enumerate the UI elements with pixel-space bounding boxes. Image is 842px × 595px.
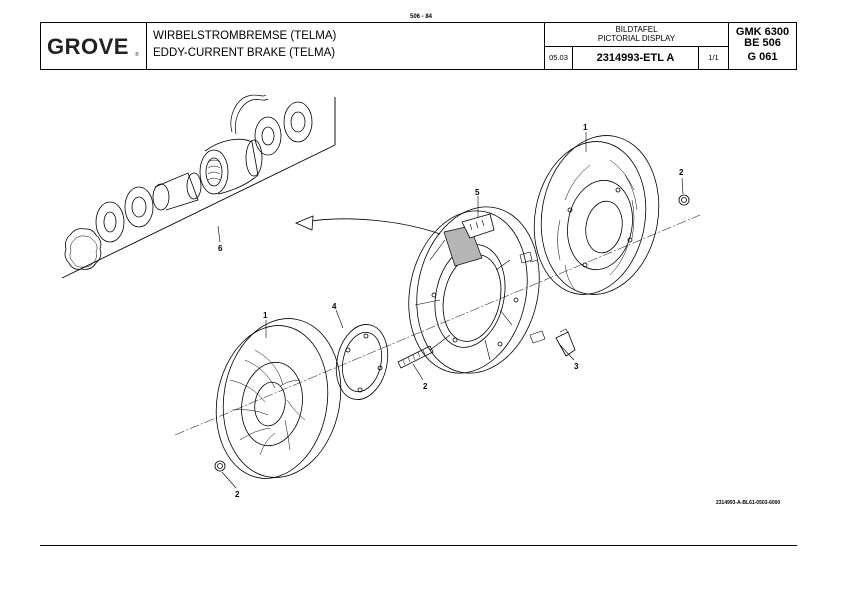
page-number: 506 - 84: [409, 14, 433, 20]
callout-rotor-top: 1: [583, 123, 588, 132]
callout-stud: 2: [423, 382, 428, 391]
nut-top: [678, 194, 690, 206]
registered-mark: ®: [135, 52, 139, 58]
callout-rotor-bottom: 1: [263, 311, 268, 320]
group-number: BE 506: [744, 37, 781, 49]
stud: [397, 345, 434, 369]
title-cell: WIRBELSTROMBREMSE (TELMA) EDDY-CURRENT B…: [147, 23, 545, 69]
part-number: 2314993-ETL A: [573, 47, 699, 69]
title-german: WIRBELSTROMBREMSE (TELMA): [153, 30, 337, 42]
callout-clip: 3: [574, 362, 579, 371]
display-english: PICTORIAL DISPLAY: [597, 34, 676, 43]
display-type-cell: BILDTAFEL PICTORIAL DISPLAY: [545, 23, 729, 47]
issue-date: 05.03: [545, 47, 573, 69]
model-name: GMK 6300: [735, 26, 790, 38]
callout-nut-top: 2: [679, 168, 684, 177]
model-cell: GMK 6300 BE 506 G 061: [729, 23, 796, 69]
grove-logo: GROVE: [47, 34, 129, 59]
display-german: BILDTAFEL: [615, 25, 658, 34]
callout-coil: 5: [475, 188, 480, 197]
rotor-bottom: [215, 318, 342, 479]
footer-rule: [40, 545, 797, 546]
callout-coil-kit: 6: [218, 244, 223, 253]
gasket: [335, 324, 389, 400]
leader-lines: [217, 132, 684, 489]
title-block: GROVE ® WIRBELSTROMBREMSE (TELMA) EDDY-C…: [40, 22, 797, 70]
nut-bottom: [214, 460, 226, 472]
rotor-top: [533, 135, 660, 295]
callout-nut-bottom: 2: [235, 490, 240, 499]
sheet-number: 1/1: [699, 47, 729, 69]
clip: [555, 328, 576, 357]
logo-cell: GROVE ®: [41, 23, 147, 69]
callout-gasket: 4: [332, 302, 337, 311]
stator-housing: [408, 206, 546, 374]
figure-number: G 061: [747, 51, 778, 63]
coil-kit-panel: [61, 94, 336, 279]
drawing-code: 2314993-A-BL61-0503-6000: [716, 500, 781, 506]
title-english: EDDY-CURRENT BRAKE (TELMA): [153, 47, 336, 59]
